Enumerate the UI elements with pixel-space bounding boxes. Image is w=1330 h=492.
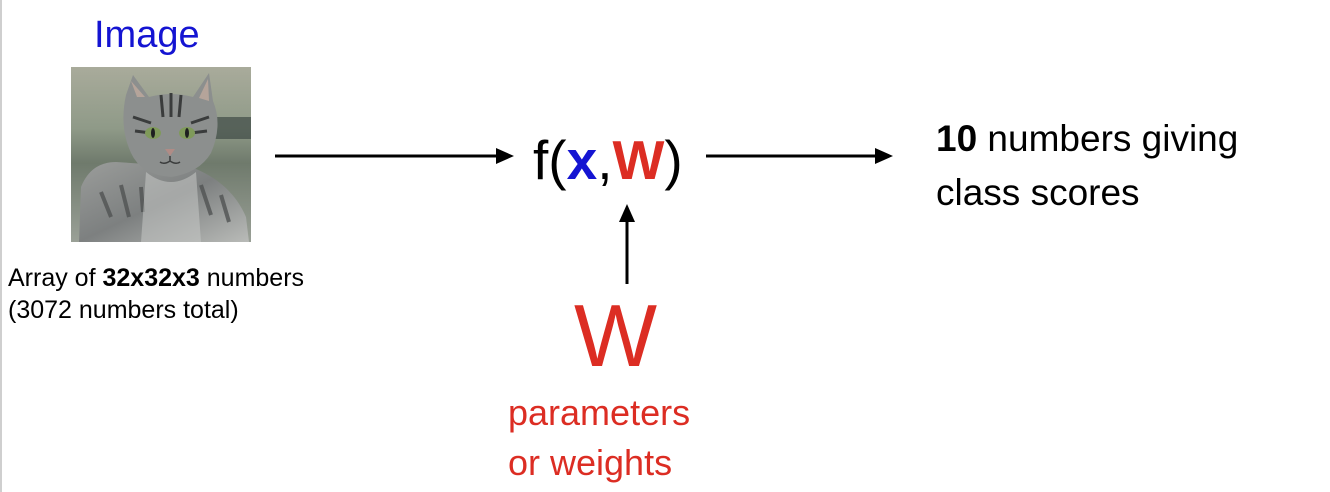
output-line2: class scores	[936, 172, 1140, 213]
cat-mouth	[159, 156, 181, 165]
function-weights-w: W	[612, 129, 665, 191]
image-title: Image	[94, 14, 200, 56]
output-count: 10	[936, 118, 978, 159]
slide-left-border	[0, 0, 2, 492]
arrow-weights-to-function	[619, 204, 635, 284]
output-description: 10 numbers giving class scores	[936, 112, 1238, 220]
arrow-function-to-output	[706, 148, 893, 164]
array-caption: Array of 32x32x3 numbers (3072 numbers t…	[8, 262, 304, 326]
weights-symbol: W	[574, 286, 658, 385]
cat-ear-inner-left	[131, 81, 145, 97]
cat-body-stripes	[99, 184, 231, 223]
weights-caption-line2: or weights	[508, 442, 673, 483]
function-comma: ,	[597, 129, 613, 191]
cat-image	[71, 67, 251, 242]
weights-caption-line1: parameters	[508, 392, 691, 433]
output-line1: 10 numbers giving	[936, 112, 1238, 166]
caption-suffix: numbers	[199, 264, 305, 292]
output-line1-rest: numbers giving	[977, 118, 1239, 159]
arrow-image-to-function	[275, 148, 514, 164]
function-suffix: )	[664, 129, 683, 191]
array-caption-line1: Array of 32x32x3 numbers	[8, 262, 304, 294]
array-caption-line2: (3072 numbers total)	[8, 296, 239, 324]
caption-prefix: Array of	[8, 264, 103, 292]
function-prefix: f(	[533, 129, 567, 191]
weights-caption: parameters or weights	[508, 388, 690, 488]
function-input-x: x	[566, 129, 598, 191]
function-label: f(x,W)	[533, 128, 683, 192]
cat-chest	[141, 172, 201, 242]
cat-head-stripes	[132, 93, 210, 135]
cat-nose	[165, 149, 175, 156]
cat-head	[123, 73, 218, 177]
caption-dimensions: 32x32x3	[102, 264, 200, 292]
cat-ear-inner-right	[199, 79, 209, 101]
